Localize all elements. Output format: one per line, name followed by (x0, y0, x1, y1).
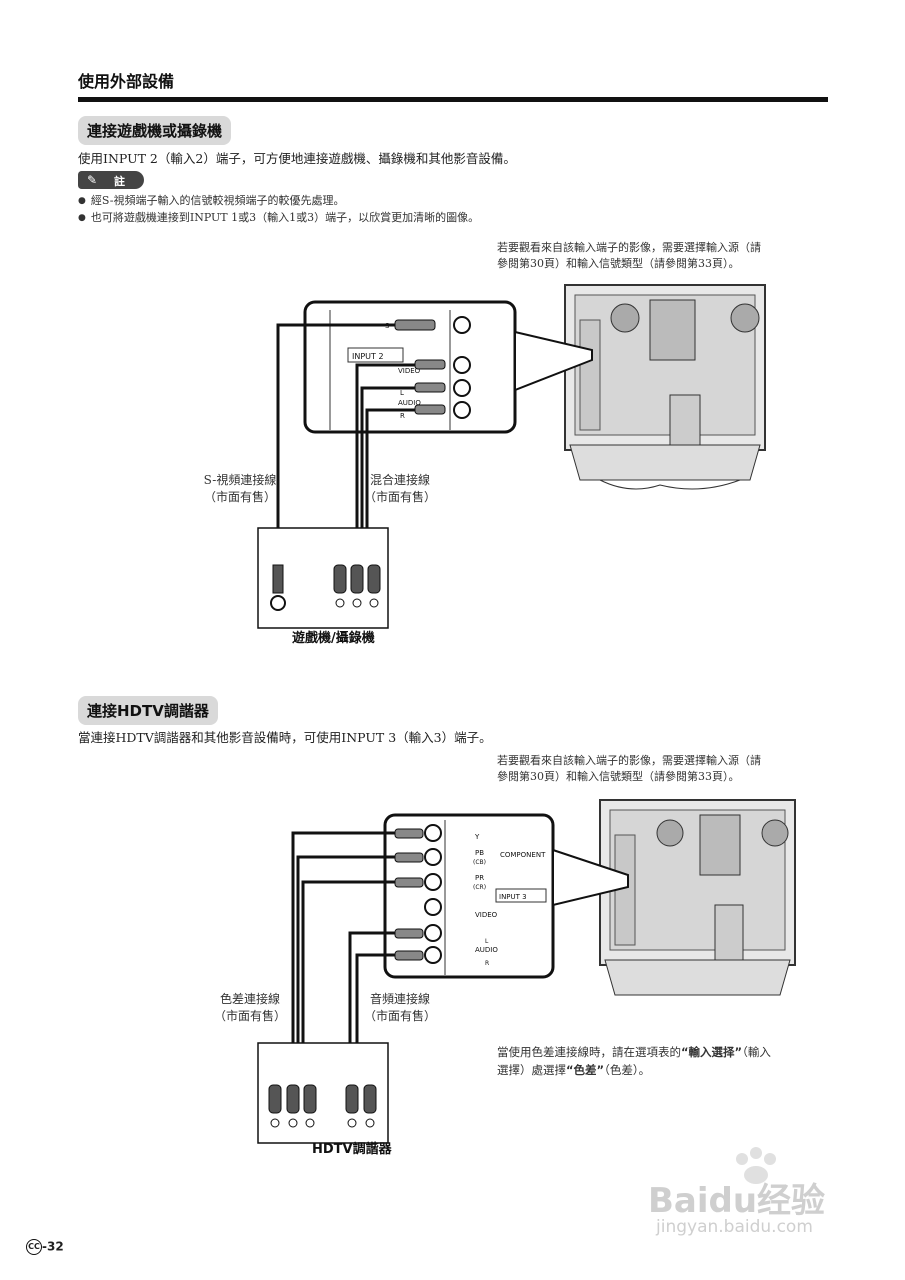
panel-r-label: R (400, 412, 405, 420)
header-rule (78, 97, 828, 102)
panel-component-label: COMPONENT (500, 851, 546, 859)
panel-input3-label: INPUT 3 (499, 893, 527, 901)
page-number-value: -32 (42, 1239, 64, 1254)
caption-cable-name: 音頻連接線 (369, 992, 430, 1006)
tip-bold-input-select: “輸入選择” (681, 1045, 743, 1059)
note-list: 經S-視頻端子輸入的信號較視頻端子的較優先處理。 也可將遊戲機連接到INPUT … (78, 193, 479, 227)
audio-cable-caption: 音頻連接線 （市面有售） (345, 991, 455, 1025)
panel-l-label: L (400, 389, 404, 397)
section-title-game-camcorder: 連接遊戲機或攝錄機 (78, 116, 232, 145)
component-selection-tip: 當使用色差連接線時，請在選項表的“輸入選择”（輸入 選擇）處選擇“色差”（色差）… (497, 1043, 832, 1079)
tv-rear-illustration (599, 799, 796, 996)
panel-video-label: VIDEO (475, 911, 498, 919)
paw-logo-icon (736, 1147, 776, 1184)
panel-audio-label: AUDIO (475, 946, 498, 954)
caption-cable-name: S-視頻連接線 (203, 473, 277, 487)
caption-commercial: （市面有售） (363, 490, 436, 504)
section-title-hdtv: 連接HDTV調諧器 (78, 696, 218, 725)
caption-commercial: （市面有售） (363, 1009, 436, 1023)
tip-text: （色差）。 (604, 1063, 651, 1077)
page-number: CC-32 (26, 1239, 64, 1255)
caption-commercial: （市面有售） (213, 1009, 286, 1023)
tip-text: 選擇）處選擇 (497, 1063, 566, 1077)
panel-cr-label: (CR) (473, 884, 486, 891)
side-note-line: 參閱第30頁）和輸入信號類型（請參閱第33頁）。 (497, 770, 740, 783)
page-header-title: 使用外部設備 (78, 72, 175, 91)
panel-r-label: R (485, 960, 489, 967)
note-badge-label: 註 (114, 175, 125, 188)
tv-rear-illustration (564, 284, 766, 490)
note-item: 經S-視頻端子輸入的信號較視頻端子的較優先處理。 (78, 193, 479, 210)
side-note-line: 若要觀看來自該輸入端子的影像，需要選擇輸入源（請 (497, 241, 761, 254)
cc-language-icon: CC (26, 1239, 42, 1255)
device-label-hdtv-tuner: HDTV調諧器 (312, 1142, 392, 1157)
panel-video-label: VIDEO (398, 367, 421, 375)
panel-input2-label: INPUT 2 (352, 352, 384, 361)
watermark-url: jingyan.baidu.com (656, 1217, 813, 1237)
game-console-device (257, 527, 389, 629)
watermark-brand: Baidu经验 (648, 1181, 826, 1221)
note-badge: ✎ 註 (78, 171, 144, 189)
section1-side-note: 若要觀看來自該輸入端子的影像，需要選擇輸入源（請 參閱第30頁）和輸入信號類型（… (497, 240, 761, 272)
tip-text: （輸入 (742, 1045, 771, 1059)
input3-panel-callout: Y PB (CB) PR (CR) COMPONENT INPUT 3 VIDE… (383, 813, 629, 979)
caption-commercial: （市面有售） (203, 490, 276, 504)
device-label-game-camcorder: 遊戲機/攝錄機 (292, 631, 375, 646)
note-item: 也可將遊戲機連接到INPUT 1或3（輸入1或3）端子，以欣賞更加清晰的圖像。 (78, 210, 479, 227)
section1-intro: 使用INPUT 2（輸入2）端子，可方便地連接遊戲機、攝錄機和其他影音設備。 (78, 151, 516, 166)
side-note-line: 若要觀看來自該輸入端子的影像，需要選擇輸入源（請 (497, 754, 761, 767)
panel-pb-label: PB (475, 849, 484, 857)
connection-diagram-input2: INPUT 2 S- VIDEO AUDIO L R (257, 284, 766, 629)
panel-y-label: Y (474, 833, 480, 841)
tip-text: 當使用色差連接線時，請在選項表的 (497, 1045, 681, 1059)
composite-cable-caption: 混合連接線 （市面有售） (345, 472, 455, 506)
caption-cable-name: 色差連接線 (219, 992, 280, 1006)
panel-audio-label: AUDIO (398, 399, 421, 407)
svideo-cable-caption: S-視頻連接線 （市面有售） (185, 472, 295, 506)
side-note-line: 參閱第30頁）和輸入信號類型（請參閱第33頁）。 (497, 257, 740, 270)
section2-side-note: 若要觀看來自該輸入端子的影像，需要選擇輸入源（請 參閱第30頁）和輸入信號類型（… (497, 753, 761, 785)
hdtv-tuner-device (257, 1042, 389, 1144)
panel-pr-label: PR (475, 874, 484, 882)
component-cable-caption: 色差連接線 （市面有售） (195, 991, 305, 1025)
baidu-watermark: Baidu经验 jingyan.baidu.com (648, 1145, 868, 1245)
input2-panel-callout: INPUT 2 S- VIDEO AUDIO L R (303, 300, 593, 434)
panel-l-label: L (485, 938, 489, 945)
caption-cable-name: 混合連接線 (369, 473, 430, 487)
panel-cb-label: (CB) (473, 859, 486, 866)
pencil-icon: ✎ (87, 173, 98, 187)
section2-intro: 當連接HDTV調諧器和其他影音設備時，可使用INPUT 3（輸入3）端子。 (78, 730, 492, 745)
tip-bold-component: “色差” (566, 1063, 605, 1077)
svideo-cable (276, 323, 395, 550)
connection-diagram-input3: Y PB (CB) PR (CR) COMPONENT INPUT 3 VIDE… (257, 799, 796, 1144)
